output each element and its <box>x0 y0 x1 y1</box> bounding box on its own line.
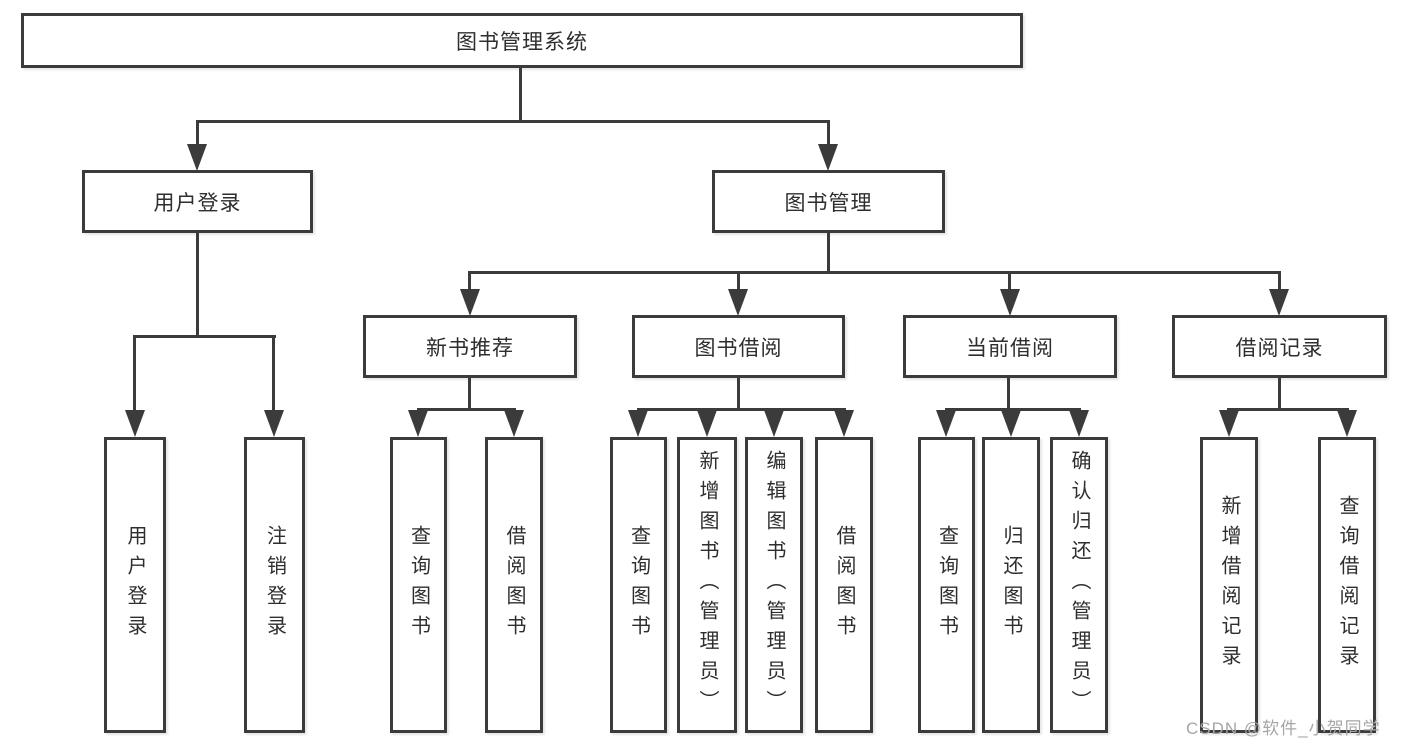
leaf-edit-books-admin: 编辑图书（管理员） <box>745 437 803 733</box>
connector-line <box>1227 408 1349 411</box>
watermark: CSDN @软件_小贺同学 <box>1186 719 1381 738</box>
arrow-down-icon <box>1001 410 1021 437</box>
leaf-query-books-recommend: 查询图书 <box>390 437 447 733</box>
node-borrow-records: 借阅记录 <box>1172 315 1387 378</box>
leaf-label: 确认归还（管理员） <box>1068 450 1090 720</box>
arrow-down-icon <box>125 410 145 437</box>
connector-line <box>737 378 740 411</box>
leaf-add-books-admin: 新增图书（管理员） <box>677 437 737 733</box>
arrow-down-icon <box>1219 410 1239 437</box>
connector-line <box>1007 378 1010 411</box>
connector-line <box>133 335 136 413</box>
arrow-down-icon <box>834 410 854 437</box>
connector-line <box>827 233 830 274</box>
arrow-down-icon <box>1000 289 1020 316</box>
node-label: 借阅记录 <box>1235 336 1324 360</box>
arrow-down-icon <box>728 289 748 316</box>
connector-line <box>519 68 522 120</box>
leaf-query-books-borrow: 查询图书 <box>610 437 667 733</box>
node-label: 当前借阅 <box>966 336 1054 360</box>
leaf-logout: 注销登录 <box>244 437 305 733</box>
node-current-borrow: 当前借阅 <box>903 315 1117 378</box>
leaf-add-borrow-record: 新增借阅记录 <box>1200 437 1258 733</box>
leaf-query-books-current: 查询图书 <box>918 437 975 733</box>
connector-line <box>827 120 830 146</box>
leaf-query-borrow-record: 查询借阅记录 <box>1318 437 1376 733</box>
connector-line <box>196 120 830 123</box>
leaf-confirm-return-admin: 确认归还（管理员） <box>1050 437 1108 733</box>
node-label: 图书管理系统 <box>456 30 588 54</box>
arrow-down-icon <box>504 410 524 437</box>
leaf-label: 借阅图书 <box>503 525 525 645</box>
arrow-down-icon <box>936 410 956 437</box>
leaf-label: 查询图书 <box>627 525 650 645</box>
node-root: 图书管理系统 <box>21 13 1023 68</box>
arrow-down-icon <box>628 410 648 437</box>
leaf-user-login: 用户登录 <box>104 437 166 733</box>
leaf-borrow-books: 借阅图书 <box>815 437 873 733</box>
leaf-label: 新增图书（管理员） <box>696 450 718 720</box>
node-book-borrow: 图书借阅 <box>632 315 845 378</box>
connector-line <box>1008 271 1011 291</box>
arrow-down-icon <box>264 410 284 437</box>
connector-line <box>1278 378 1281 411</box>
arrow-down-icon <box>764 410 784 437</box>
arrow-down-icon <box>1269 289 1289 316</box>
leaf-label: 注销登录 <box>263 525 286 645</box>
arrow-down-icon <box>697 410 717 437</box>
leaf-label: 借阅图书 <box>833 525 855 645</box>
connector-line <box>196 233 199 337</box>
leaf-label: 查询借阅记录 <box>1336 495 1358 675</box>
connector-line <box>468 271 471 291</box>
leaf-label: 用户登录 <box>124 525 146 645</box>
arrow-down-icon <box>1069 410 1089 437</box>
connector-line <box>196 120 199 146</box>
connector-line <box>737 271 740 291</box>
arrow-down-icon <box>187 144 207 171</box>
leaf-return-books: 归还图书 <box>982 437 1040 733</box>
node-label: 用户登录 <box>153 191 242 215</box>
node-label: 图书管理 <box>784 191 873 215</box>
node-user-login: 用户登录 <box>82 170 313 233</box>
leaf-label: 编辑图书（管理员） <box>763 450 785 720</box>
leaf-label: 查询图书 <box>407 525 430 645</box>
arrow-down-icon <box>1337 410 1357 437</box>
node-label: 新书推荐 <box>426 336 514 360</box>
node-label: 图书借阅 <box>694 336 783 360</box>
connector-line <box>637 408 846 411</box>
connector-line <box>468 271 1281 274</box>
leaf-borrow-books-recommend: 借阅图书 <box>485 437 543 733</box>
connector-line <box>417 408 516 411</box>
arrow-down-icon <box>460 289 480 316</box>
arrow-down-icon <box>818 144 838 171</box>
leaf-label: 归还图书 <box>1000 525 1022 645</box>
node-book-management: 图书管理 <box>712 170 945 233</box>
connector-line <box>468 378 471 411</box>
connector-line <box>133 335 276 338</box>
connector-line <box>272 335 275 413</box>
connector-line <box>1278 271 1281 291</box>
node-new-book-recommend: 新书推荐 <box>363 315 577 378</box>
connector-line <box>945 408 1081 411</box>
arrow-down-icon <box>408 410 428 437</box>
leaf-label: 查询图书 <box>935 525 958 645</box>
leaf-label: 新增借阅记录 <box>1218 495 1240 675</box>
